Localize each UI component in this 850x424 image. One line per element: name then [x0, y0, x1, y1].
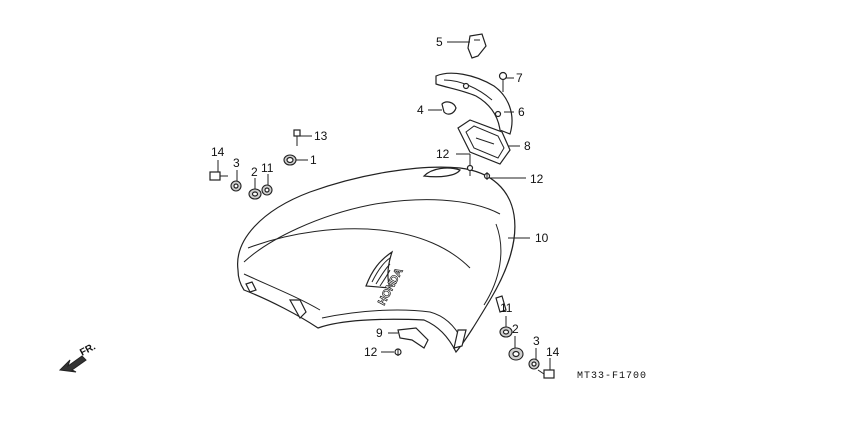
screw-12-top-right	[483, 172, 491, 180]
callout-10: 10	[535, 231, 549, 245]
front-direction-arrow: FR.	[58, 341, 98, 373]
hinge-plate	[457, 119, 511, 165]
screw-part-7	[498, 71, 508, 92]
rubber-11-right	[499, 326, 513, 338]
mount-bolt-14-left	[209, 171, 228, 181]
bracket-part-9	[397, 327, 429, 349]
callout-5: 5	[436, 35, 443, 49]
drawing-code: MT33-F1700	[577, 371, 647, 382]
callout-12-bottom: 12	[364, 345, 378, 359]
callout-2-left: 2	[251, 165, 258, 179]
callout-3-right: 3	[533, 334, 540, 348]
screw-12-bottom	[394, 348, 402, 356]
bolt-part-13	[293, 129, 301, 146]
callout-11-left: 11	[261, 161, 274, 175]
rubber-2-right	[508, 347, 524, 361]
leader-lines	[217, 41, 551, 370]
callout-7: 7	[516, 71, 523, 85]
fuel-tank	[237, 166, 516, 354]
callout-2-right: 2	[512, 322, 519, 336]
callout-4: 4	[417, 103, 424, 117]
front-label: FR.	[78, 341, 98, 358]
callout-14-right: 14	[546, 345, 560, 359]
callout-12-top-left: 12	[436, 147, 450, 161]
collar-3-left	[230, 180, 242, 192]
callout-13: 13	[314, 129, 328, 143]
collar-3-right	[528, 358, 540, 370]
callout-14-left: 14	[211, 145, 225, 159]
mount-bolt-14-right	[537, 369, 555, 379]
callout-6: 6	[518, 105, 525, 119]
rubber-11-left	[261, 184, 273, 196]
rubber-2-left	[248, 188, 262, 200]
callout-8: 8	[524, 139, 531, 153]
callout-3-left: 3	[233, 156, 240, 170]
callout-11-right: 11	[500, 301, 513, 315]
callout-labels: 5 7 4 6 13 8 14 1 12 3 2 11 12 10 11 9 2…	[211, 35, 560, 359]
latch-part-5	[467, 33, 487, 59]
callout-1: 1	[310, 153, 317, 167]
callout-12-top-right: 12	[530, 172, 544, 186]
grommet-part-1	[283, 154, 297, 166]
clip-bracket	[441, 101, 457, 115]
callout-9: 9	[376, 326, 383, 340]
rear-bracket	[435, 72, 513, 135]
